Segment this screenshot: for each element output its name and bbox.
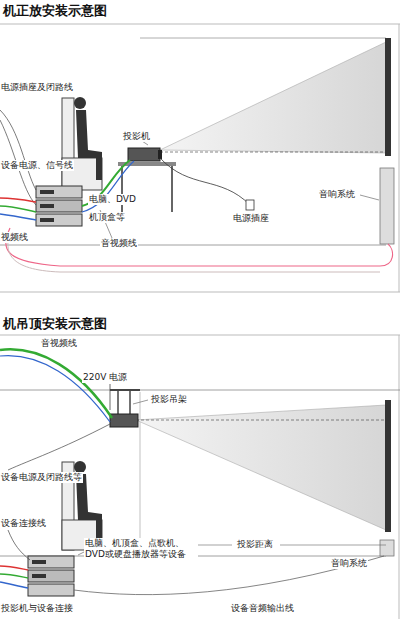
cable-label: 电源插座及闭路线 bbox=[0, 82, 74, 93]
device-label: 机顶盒等 bbox=[88, 212, 126, 223]
cable-label: 音视频线 bbox=[100, 238, 138, 249]
cable-label: 设备音频输出线 bbox=[230, 603, 295, 614]
device-label: 投影机 bbox=[122, 131, 151, 142]
distance-label: 投影距离 bbox=[236, 539, 274, 550]
power-label: 220V 电源 bbox=[82, 372, 128, 383]
device-label: 电脑、DVD bbox=[88, 194, 137, 205]
device-label: 电脑、机顶盒、点歌机、 DVD或硬盘播放器等设备 bbox=[84, 538, 198, 560]
outlet-label: 电源插座 bbox=[232, 213, 270, 224]
panel-heading: 机正放安装示意图 bbox=[2, 3, 108, 19]
cable-label: 设备连接线 bbox=[0, 518, 47, 529]
cable-label: 设备电源、信号线 bbox=[0, 160, 74, 171]
cable-label: 视频线 bbox=[0, 232, 29, 243]
cable-label: 设备电源及闭路线等 bbox=[0, 472, 83, 483]
speaker-label: 音响系统 bbox=[330, 558, 368, 569]
speaker-label: 音响系统 bbox=[318, 189, 356, 200]
panel-heading: 机吊顶安装示意图 bbox=[2, 316, 108, 332]
cable-label: 音视频线 bbox=[40, 338, 78, 349]
cable-label: 投影机与设备连接 bbox=[0, 603, 74, 614]
hanger-label: 投影吊架 bbox=[150, 394, 188, 405]
